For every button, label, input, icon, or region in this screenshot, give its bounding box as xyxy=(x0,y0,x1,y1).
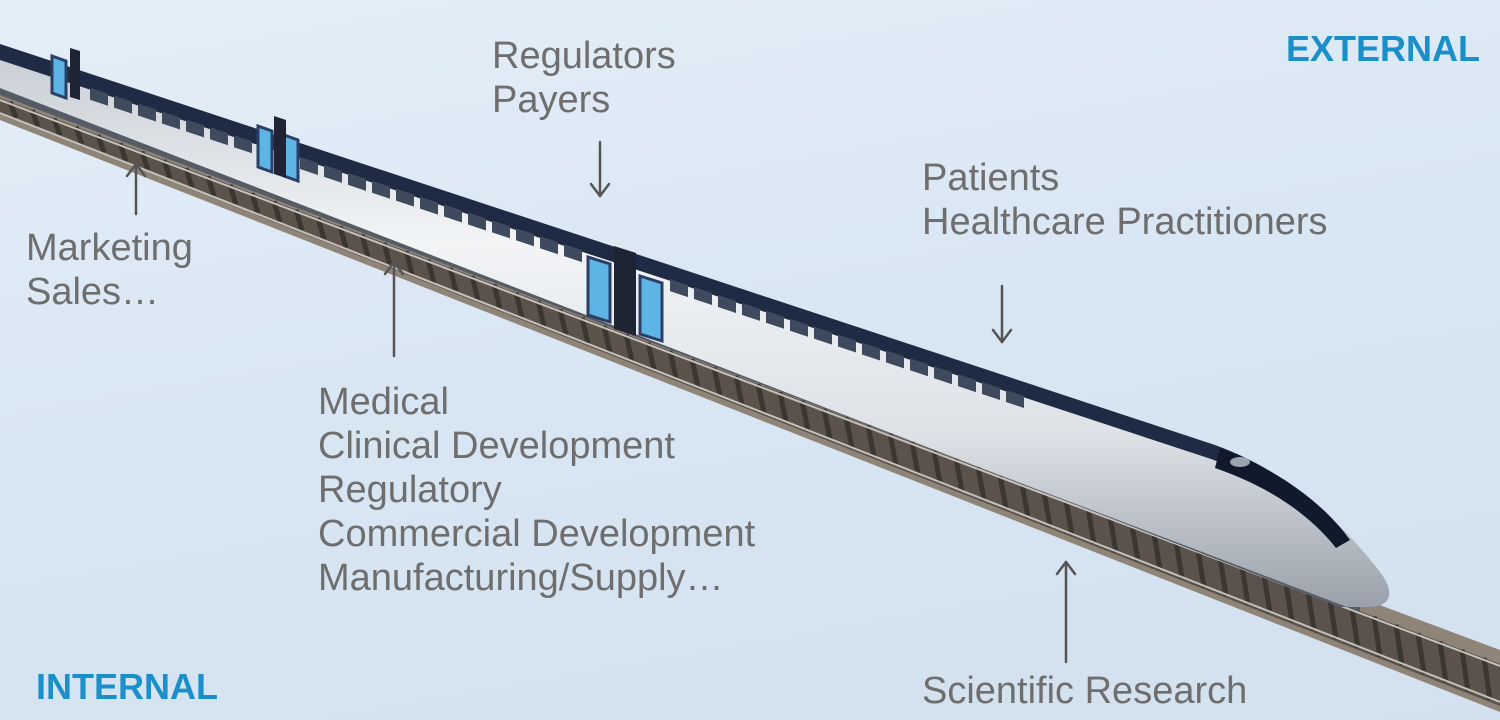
arrow-down-icon xyxy=(589,140,611,198)
train-window xyxy=(300,157,318,175)
train-window xyxy=(492,220,510,239)
label-line: Healthcare Practitioners xyxy=(922,201,1328,243)
train-window xyxy=(162,111,180,130)
train-window xyxy=(790,318,808,337)
arrow-down-icon xyxy=(991,284,1013,344)
train-window xyxy=(982,382,1000,401)
train-window xyxy=(564,244,582,263)
train-window xyxy=(516,228,534,247)
external-zone-label: EXTERNAL xyxy=(1285,28,1480,69)
train-body xyxy=(0,44,1390,612)
internal-zone-label: INTERNAL xyxy=(36,666,218,707)
label-line: Marketing xyxy=(26,227,193,269)
label-line: Regulators xyxy=(492,35,676,77)
train-window xyxy=(886,350,904,369)
train-window xyxy=(234,135,252,154)
train-window xyxy=(210,127,228,146)
train-window xyxy=(934,366,952,385)
train-doors xyxy=(50,53,664,344)
train-window xyxy=(138,103,156,122)
internal-functions-label: Medical Clinical Development Regulatory … xyxy=(318,380,755,600)
train-window xyxy=(540,236,558,255)
label-line: Commercial Development xyxy=(318,513,756,555)
train-window xyxy=(766,310,784,329)
train-window xyxy=(670,279,688,298)
regulators-payers-label: Regulators Payers xyxy=(492,34,676,122)
train-window xyxy=(420,196,438,215)
train-window xyxy=(718,294,736,313)
label-line: Payers xyxy=(492,79,611,121)
railway-track xyxy=(0,90,1500,712)
train-window xyxy=(694,287,712,306)
train-window xyxy=(910,358,928,377)
train-window xyxy=(396,188,414,207)
train-window xyxy=(958,374,976,393)
train-window xyxy=(324,164,342,183)
label-line: Medical xyxy=(318,381,449,423)
label-line: Scientific Research xyxy=(922,670,1248,712)
train-window xyxy=(814,326,832,345)
label-line: Sales… xyxy=(26,271,160,313)
train-window xyxy=(742,302,760,321)
label-line: Regulatory xyxy=(318,469,502,511)
marketing-sales-label: Marketing Sales… xyxy=(26,226,193,314)
train-window xyxy=(90,87,108,106)
arrow-up-icon xyxy=(383,260,405,358)
train-window xyxy=(838,334,856,353)
train-window xyxy=(468,212,486,231)
car-gaps xyxy=(70,48,636,336)
train-window xyxy=(862,342,880,361)
label-line: Patients xyxy=(922,157,1060,199)
scientific-research-label: Scientific Research xyxy=(922,669,1247,713)
train-window xyxy=(114,95,132,114)
arrow-up-icon xyxy=(125,162,147,216)
train-window xyxy=(186,119,204,138)
label-line: Manufacturing/Supply… xyxy=(318,557,724,599)
train-window xyxy=(444,204,462,223)
patients-practitioners-label: Patients Healthcare Practitioners xyxy=(922,156,1328,244)
train-window xyxy=(372,180,390,199)
arrow-up-icon xyxy=(1055,560,1077,664)
train-windows xyxy=(90,87,1024,408)
label-line: Clinical Development xyxy=(318,425,675,467)
train-window xyxy=(348,172,366,191)
train-window xyxy=(1006,389,1024,408)
